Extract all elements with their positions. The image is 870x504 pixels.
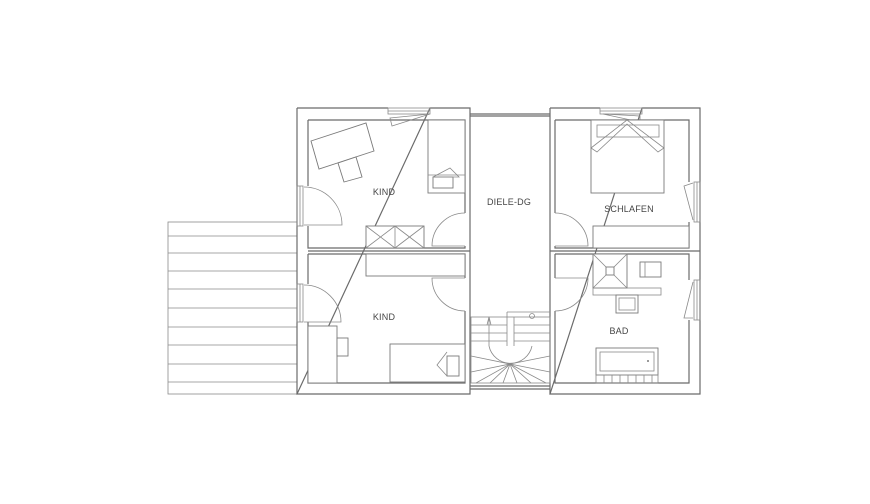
terrace-deck [167,221,298,395]
desk-chair [337,156,363,183]
washbasin [615,294,639,314]
room-label-bad: BAD [609,326,628,336]
staircase [470,311,551,384]
wardrobe [365,253,466,277]
double-bed [590,119,665,194]
schlafen-furniture [590,119,690,249]
desk [310,122,375,170]
desk-chair [336,337,349,357]
kind-bottom-furniture [307,253,466,384]
room-label-diele: DIELE-DG [487,197,531,207]
room-label-kind-bottom: KIND [373,312,396,322]
desk [307,325,338,384]
toilet [639,261,662,278]
room-label-kind-top: KIND [373,187,396,197]
wardrobe [592,225,690,249]
windows [296,107,701,323]
door-swings [303,113,694,323]
outer-walls [296,107,701,395]
kind-top-furniture [310,119,466,249]
bad-fixtures [592,253,662,384]
room-label-schlafen: SCHLAFEN [604,204,654,214]
